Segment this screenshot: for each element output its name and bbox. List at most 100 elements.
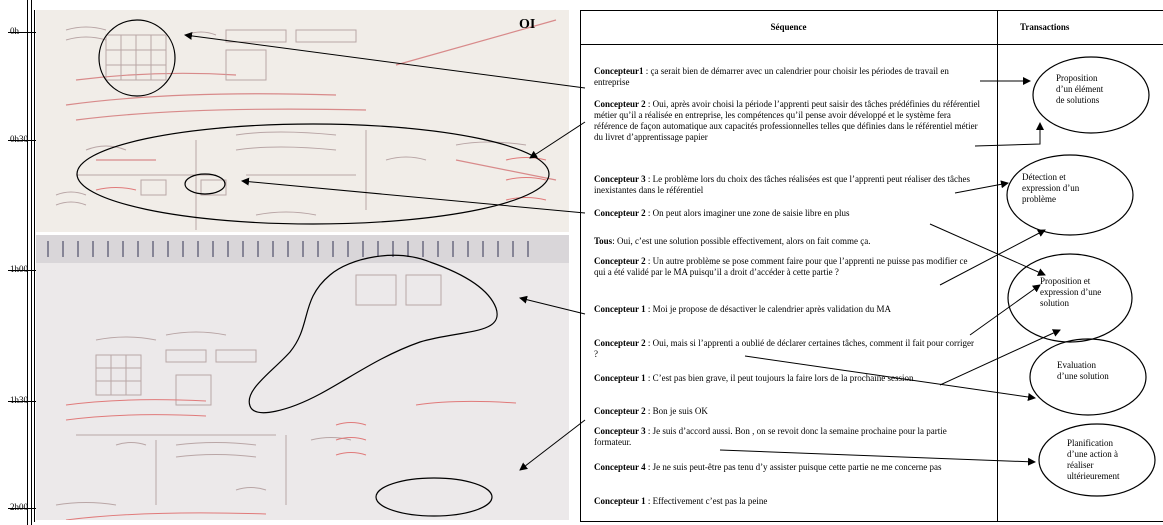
speaker: Concepteur 3	[594, 426, 646, 436]
arrow-to-transaction-5	[719, 449, 1036, 466]
transaction-line: Proposition et	[1040, 276, 1091, 286]
transaction-line: d’un élément	[1056, 84, 1104, 94]
transaction-3: Proposition et expression d’une solution	[1040, 276, 1132, 309]
header-transactions: Transactions	[1020, 22, 1070, 32]
whiteboard-sketch-bottom	[36, 235, 569, 520]
arrow-to-transaction-3c	[939, 329, 1061, 386]
turn-7: Concepteur 1 : Moi je propose de désacti…	[594, 304, 980, 315]
timeline-label-2h00: 2h00	[10, 502, 28, 512]
turn-text: : Effectivement c’est pas la peine	[645, 496, 768, 506]
timeline-rule-inner	[31, 0, 32, 525]
turn-8: Concepteur 2 : Oui, mais si l’apprenti a…	[594, 338, 980, 360]
speaker: Tous	[594, 236, 613, 246]
turn-text: : Oui, c’est une solution possible effec…	[612, 236, 871, 246]
turn-text: : Oui, mais si l’apprenti a oublié de dé…	[594, 338, 974, 359]
arrow-to-transaction-3	[929, 223, 1046, 276]
timeline-label-0h: 0h	[10, 26, 19, 36]
whiteboard-sketch-top	[36, 10, 569, 232]
arrow-free-input-to-sketch	[241, 177, 586, 214]
table-header-divider	[580, 44, 1163, 45]
transaction-4: Evaluation d’une solution	[1057, 360, 1147, 382]
speaker: Concepteur 4	[594, 462, 646, 472]
transaction-ellipse-1	[1032, 56, 1150, 134]
turn-text: : On peut alors imaginer une zone de sai…	[645, 208, 850, 218]
ellipse-competences-sketch	[76, 123, 550, 225]
timeline-tick	[8, 140, 36, 141]
turn-12: Concepteur 4 : Je ne suis peut-être pas …	[594, 462, 980, 473]
speaker: Concepteur 2	[594, 338, 646, 348]
transaction-line: réaliser	[1067, 460, 1094, 470]
turn-1: Concepteur1 : ça serait bien de démarrer…	[594, 66, 980, 88]
timeline-label-1h00: 1h00	[10, 264, 28, 274]
whiteboard-photo-top	[36, 10, 569, 232]
transaction-ellipse-3	[1007, 253, 1133, 343]
transaction-line: expression d’une	[1040, 287, 1102, 297]
turn-text: : Je suis d’accord aussi. Bon , on se re…	[594, 426, 947, 447]
transaction-2: Détection et expression d’un problème	[1022, 172, 1122, 205]
transaction-line: d’une action à	[1067, 449, 1118, 459]
turn-2: Concepteur 2 : Oui, après avoir choisi l…	[594, 99, 980, 143]
arrow-concepteur2-to-competences	[529, 121, 586, 159]
shape-cloud-sketch	[248, 254, 498, 414]
turn-13: Concepteur 1 : Effectivement c’est pas l…	[594, 496, 980, 507]
timeline-rule-outer	[27, 0, 28, 525]
arrow-to-transaction-1b	[974, 122, 1044, 147]
arrow-calendar-disable-to-cloud	[519, 295, 586, 315]
turn-6: Concepteur 2 : Un autre problème se pose…	[594, 256, 980, 278]
transaction-line: Planification	[1067, 438, 1113, 448]
turn-5: Tous: Oui, c’est une solution possible e…	[594, 236, 980, 247]
header-sequence: Séquence	[770, 22, 807, 32]
turn-text: : Oui, après avoir choisi la période l’a…	[594, 99, 980, 142]
arrow-to-transaction-2b	[939, 229, 1046, 286]
timeline-tick	[8, 401, 36, 402]
timeline-tick	[8, 270, 36, 271]
transaction-ellipse-2	[1006, 154, 1134, 236]
transaction-line: solution	[1040, 298, 1070, 308]
photo-label-oi: OI	[519, 17, 536, 32]
arrow-to-transaction-3b	[969, 284, 1041, 336]
arrow-concepteur1-to-calendar	[184, 31, 586, 89]
transaction-line: Détection et	[1022, 172, 1066, 182]
speaker: Concepteur 1	[594, 304, 646, 314]
transaction-line: Proposition	[1056, 73, 1098, 83]
transaction-5: Planification d’une action à réaliser ul…	[1067, 438, 1147, 482]
speaker: Concepteur1	[594, 66, 644, 76]
turn-text: : Bon je suis OK	[645, 406, 708, 416]
transaction-line: d’une solution	[1057, 371, 1109, 381]
turn-3: Concepteur 3 : Le problème lors du choix…	[594, 174, 980, 196]
timeline-tick	[8, 508, 36, 509]
table-column-divider	[997, 10, 998, 521]
ellipse-formateur-note	[375, 477, 493, 517]
transaction-ellipse-5	[1038, 423, 1156, 497]
circle-calendar-sketch	[98, 19, 176, 97]
turn-11: Concepteur 3 : Je suis d’accord aussi. B…	[594, 426, 980, 448]
speaker: Concepteur 2	[594, 256, 646, 266]
transaction-line: expression d’un	[1022, 183, 1080, 193]
arrow-to-transaction-2	[954, 180, 1009, 194]
turn-9: Concepteur 1 : C’est pas bien grave, il …	[594, 373, 980, 384]
speaker: Concepteur 2	[594, 406, 646, 416]
transaction-line: de solutions	[1056, 95, 1100, 105]
speaker: Concepteur 2	[594, 208, 646, 218]
timeline-label-0h30: 0h30	[10, 134, 28, 144]
transaction-line: ultérieurement	[1067, 471, 1120, 481]
arrow-formateur-to-note	[519, 419, 586, 471]
turn-text: : Moi je propose de désactiver le calend…	[645, 304, 892, 314]
turn-text: : Un autre problème se pose comment fair…	[594, 256, 968, 277]
whiteboard-photo-bottom	[36, 235, 569, 520]
turn-text: : Je ne suis peut-être pas tenu d’y assi…	[645, 462, 942, 472]
transaction-line: Evaluation	[1057, 360, 1096, 370]
speaker: Concepteur 3	[594, 174, 646, 184]
speaker: Concepteur 1	[594, 373, 646, 383]
speaker: Concepteur 1	[594, 496, 646, 506]
turn-10: Concepteur 2 : Bon je suis OK	[594, 406, 980, 417]
sequence-table	[580, 10, 1163, 522]
transaction-1: Proposition d’un élément de solutions	[1056, 73, 1146, 106]
transaction-line: problème	[1022, 194, 1056, 204]
turn-4: Concepteur 2 : On peut alors imaginer un…	[594, 208, 980, 219]
ellipse-free-input-sketch	[184, 173, 226, 195]
turn-text: : ça serait bien de démarrer avec un cal…	[594, 66, 949, 87]
timeline-axis	[34, 10, 35, 522]
arrow-to-transaction-4	[744, 355, 1036, 401]
